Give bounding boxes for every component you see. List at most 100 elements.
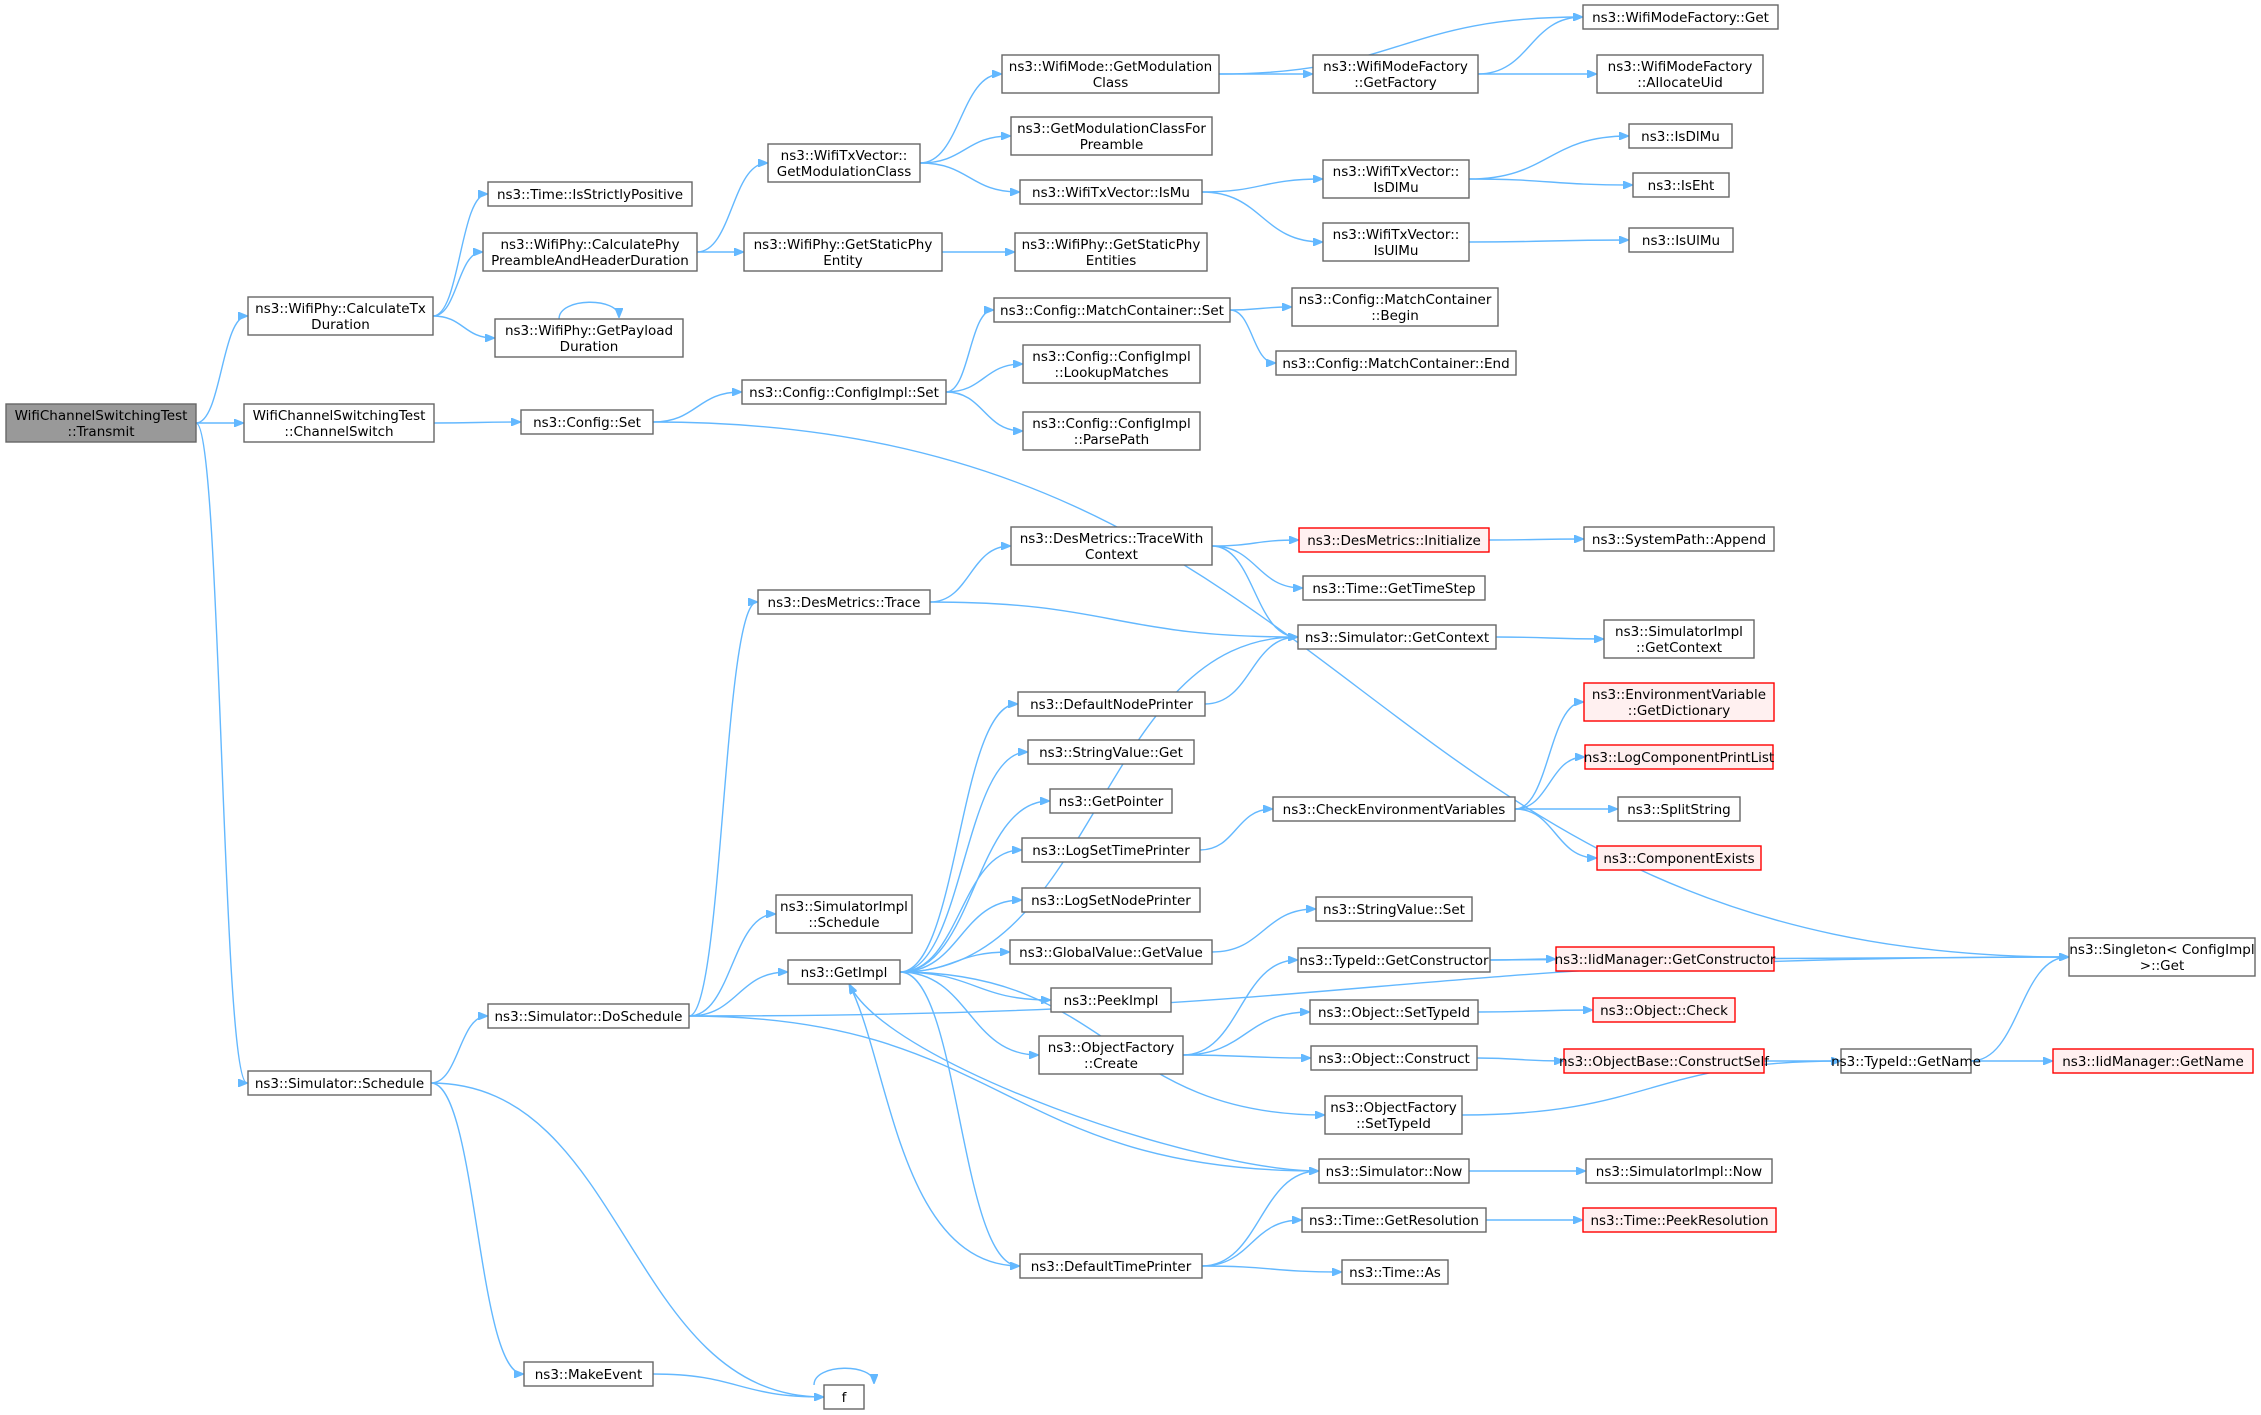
node-schedule[interactable]: ns3::Simulator::Schedule [247,1070,432,1096]
node-tid-get-ctor[interactable]: ns3::TypeId::GetConstructor [1297,947,1491,973]
node-get-impl[interactable]: ns3::GetImpl [787,959,901,985]
node-root[interactable]: WifiChannelSwitchingTest::Transmit [5,403,197,443]
edge-schedule-to-make-event [430,1082,523,1374]
node-iid-get-name[interactable]: ns3::IidManager::GetName [2052,1048,2254,1074]
node-of-set-tid[interactable]: ns3::ObjectFactory::SetTypeId [1324,1095,1463,1135]
node-cfg-impl-set[interactable]: ns3::Config::ConfigImpl::Set [741,379,947,405]
edge-get-impl-to-log-node [899,900,1021,973]
node-time-as[interactable]: ns3::Time::As [1341,1259,1449,1285]
node-obj-construct[interactable]: ns3::Object::Construct [1310,1045,1478,1071]
node-sim-impl-get-ctx[interactable]: ns3::SimulatorImpl::GetContext [1603,619,1755,659]
node-is-dl-mu[interactable]: ns3::IsDlMu [1628,123,1733,149]
node-cfg-set[interactable]: ns3::Config::Set [520,409,654,435]
node-calc-pre[interactable]: ns3::WifiPhy::CalculatePhyPreambleAndHea… [482,232,698,272]
node-env-get-dict[interactable]: ns3::EnvironmentVariable::GetDictionary [1583,682,1775,722]
edge-tx-is-ul-mu-to-is-ul-mu [1468,240,1628,242]
node-gv-get[interactable]: ns3::GlobalValue::GetValue [1009,939,1213,965]
node-des-init[interactable]: ns3::DesMetrics::Initialize [1298,527,1490,553]
node-check-env[interactable]: ns3::CheckEnvironmentVariables [1272,796,1516,822]
node-sim-impl-now[interactable]: ns3::SimulatorImpl::Now [1585,1158,1773,1184]
node-fact-get[interactable]: ns3::WifiModeFactory::Get [1582,4,1779,30]
node-time-get-res[interactable]: ns3::Time::GetResolution [1301,1207,1487,1233]
node-f[interactable]: f [823,1384,865,1410]
edge-of-create-to-obj-set-tid [1182,1012,1309,1056]
node-peek-impl[interactable]: ns3::PeekImpl [1050,987,1172,1013]
node-tx-is-ul-mu[interactable]: ns3::WifiTxVector::IsUlMu [1322,222,1470,262]
node-sim-now[interactable]: ns3::Simulator::Now [1318,1158,1470,1184]
edge-gv-get-to-str-set [1211,909,1315,953]
node-box [487,1003,690,1029]
node-label: ns3::Time::GetResolution [1309,1213,1479,1229]
node-is-eht[interactable]: ns3::IsEht [1632,172,1730,198]
node-get-time-step[interactable]: ns3::Time::GetTimeStep [1302,575,1486,601]
node-mc-end[interactable]: ns3::Config::MatchContainer::End [1275,350,1517,376]
node-lookup[interactable]: ns3::Config::ConfigImpl::LookupMatches [1022,344,1201,384]
edge-trace-ctx-to-des-init [1211,540,1298,547]
node-def-node[interactable]: ns3::DefaultNodePrinter [1017,691,1206,717]
node-def-time[interactable]: ns3::DefaultTimePrinter [1019,1253,1203,1279]
node-tid-get-name[interactable]: ns3::TypeId::GetName [1831,1048,1981,1074]
edge-get-impl-to-log-time [899,850,1021,973]
node-tx-is-mu[interactable]: ns3::WifiTxVector::IsMu [1019,179,1203,205]
node-get-factory[interactable]: ns3::WifiModeFactory::GetFactory [1312,54,1479,94]
node-tx-is-dl-mu[interactable]: ns3::WifiTxVector::IsDlMu [1322,159,1470,199]
node-tx-get-mod[interactable]: ns3::WifiTxVector::GetModulationClass [767,143,921,183]
node-box [5,403,197,443]
node-is-ul-mu[interactable]: ns3::IsUlMu [1628,227,1734,253]
node-label: Preamble [1080,137,1144,153]
node-log-comp-print[interactable]: ns3::LogComponentPrintList [1584,744,1774,770]
node-str-get[interactable]: ns3::StringValue::Get [1027,739,1195,765]
node-of-create[interactable]: ns3::ObjectFactory::Create [1038,1035,1184,1075]
node-label: ns3::DesMetrics::TraceWith [1020,531,1204,547]
node-sim-get-ctx[interactable]: ns3::Simulator::GetContext [1297,624,1497,650]
node-mode-get-mod[interactable]: ns3::WifiMode::GetModulationClass [1001,54,1220,94]
node-label: ns3::PeekImpl [1064,993,1159,1009]
node-comp-exists[interactable]: ns3::ComponentExists [1596,845,1762,871]
node-parse-path[interactable]: ns3::Config::ConfigImpl::ParsePath [1022,411,1201,451]
edge-get-factory-to-fact-get [1477,17,1582,75]
node-label: ns3::WifiPhy::GetStaticPhy [754,237,933,253]
node-sys-append[interactable]: ns3::SystemPath::Append [1583,526,1775,552]
node-box [1628,227,1734,253]
node-obj-check[interactable]: ns3::Object::Check [1592,997,1736,1023]
node-box [743,232,943,272]
node-obj-base-cs[interactable]: ns3::ObjectBase::ConstructSelf [1559,1048,1770,1074]
node-mc-begin[interactable]: ns3::Config::MatchContainer::Begin [1291,287,1499,327]
node-iid-get-ctor[interactable]: ns3::IidManager::GetConstructor [1555,946,1776,972]
node-label: ns3::Simulator::GetContext [1305,630,1489,646]
edge-f-to-f [813,1367,874,1386]
edge-check-env-to-log-comp-print [1514,757,1584,810]
node-box [1009,939,1213,965]
node-make-event[interactable]: ns3::MakeEvent [523,1361,654,1387]
node-get-ptr[interactable]: ns3::GetPointer [1049,788,1173,814]
edge-cfg-impl-set-to-lookup [945,364,1022,393]
node-box [1324,1095,1463,1135]
node-sim-impl-sched[interactable]: ns3::SimulatorImpl::Schedule [775,894,913,934]
node-label: ::SetTypeId [1356,1116,1431,1132]
node-label: ns3::WifiModeFactory [1323,59,1468,75]
node-str-set[interactable]: ns3::StringValue::Set [1315,896,1473,922]
node-des-trace[interactable]: ns3::DesMetrics::Trace [757,589,931,615]
edge-tx-get-mod-to-get-mod-pre [919,136,1010,164]
node-label: ns3::WifiPhy::GetStaticPhy [1022,237,1201,253]
node-singleton[interactable]: ns3::Singleton< ConfigImpl>::Get [2068,937,2256,977]
node-peek-res[interactable]: ns3::Time::PeekResolution [1582,1207,1777,1233]
edge-do-schedule-to-singleton [688,957,2068,1017]
node-split-str[interactable]: ns3::SplitString [1617,796,1741,822]
node-alloc-uid[interactable]: ns3::WifiModeFactory::AllocateUid [1596,54,1764,94]
node-label: ::GetDictionary [1628,703,1730,719]
node-chan-switch[interactable]: WifiChannelSwitchingTest::ChannelSwitch [243,403,435,443]
node-do-schedule[interactable]: ns3::Simulator::DoSchedule [487,1003,690,1029]
node-log-node[interactable]: ns3::LogSetNodePrinter [1021,887,1201,913]
node-match-set[interactable]: ns3::Config::MatchContainer::Set [993,297,1231,323]
node-obj-set-tid[interactable]: ns3::Object::SetTypeId [1309,999,1479,1025]
node-label: ns3::StringValue::Set [1323,902,1465,918]
node-strict-pos[interactable]: ns3::Time::IsStrictlyPositive [487,181,693,207]
node-log-time[interactable]: ns3::LogSetTimePrinter [1021,837,1201,863]
